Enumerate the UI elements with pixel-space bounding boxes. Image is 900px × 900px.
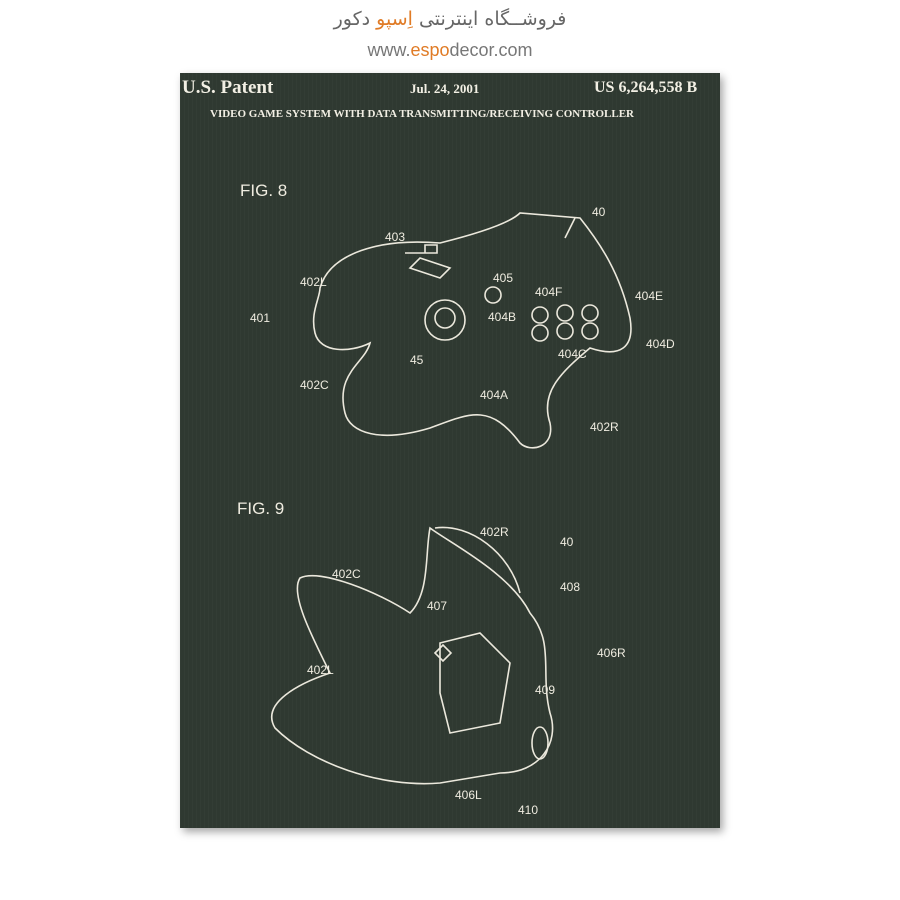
callout: 404B	[488, 310, 517, 324]
callout: 402C	[300, 378, 329, 392]
brand-url: www.espodecor.com	[0, 40, 900, 61]
callout: 408	[560, 580, 581, 594]
callout: 406R	[597, 646, 626, 660]
callout: 404D	[646, 337, 675, 351]
patent-canvas-print: U.S. Patent Jul. 24, 2001 US 6,264,558 B…	[180, 73, 720, 828]
fig8-drawing	[312, 212, 632, 449]
callout: 406L	[455, 788, 482, 802]
callout: 402L	[307, 663, 334, 677]
brand-text: فروشــگاه اینترنتی	[412, 8, 567, 30]
callout: 402C	[332, 567, 361, 581]
brand-text-end: دکور	[333, 8, 377, 30]
patent-number: US 6,264,558 B	[594, 79, 698, 96]
callout: 401	[250, 311, 271, 325]
fig9-title: FIG. 9	[237, 499, 285, 518]
url-suffix: decor.com	[449, 40, 533, 60]
callout: 405	[493, 271, 514, 285]
callout: 409	[535, 683, 556, 697]
callout: 402R	[590, 420, 619, 434]
patent-label: U.S. Patent	[182, 77, 274, 98]
controller-drawings	[271, 212, 632, 785]
callout: 40	[592, 205, 606, 219]
leader-line	[564, 217, 576, 239]
callout: 45	[410, 353, 424, 367]
callout: 402R	[480, 525, 509, 539]
patent-title: VIDEO GAME SYSTEM WITH DATA TRANSMITTING…	[210, 108, 634, 120]
callout: 403	[385, 230, 406, 244]
callout: 402L	[300, 275, 327, 289]
brand-highlight: اِسپو	[376, 8, 413, 30]
brand-name-persian: فروشــگاه اینترنتی اِسپو دکور	[0, 8, 900, 30]
callout: 40	[560, 535, 574, 549]
callout: 404F	[535, 285, 563, 299]
fig8-title: FIG. 8	[240, 181, 288, 200]
callout: 404C	[558, 347, 587, 361]
url-highlight: espo	[410, 40, 450, 60]
callout: 407	[427, 599, 448, 613]
callout: 404A	[480, 388, 509, 402]
fig9-drawing	[271, 526, 554, 785]
callout: 410	[518, 803, 539, 817]
patent-date: Jul. 24, 2001	[410, 81, 480, 96]
url-prefix: www.	[367, 40, 411, 60]
callout: 404E	[635, 289, 664, 303]
